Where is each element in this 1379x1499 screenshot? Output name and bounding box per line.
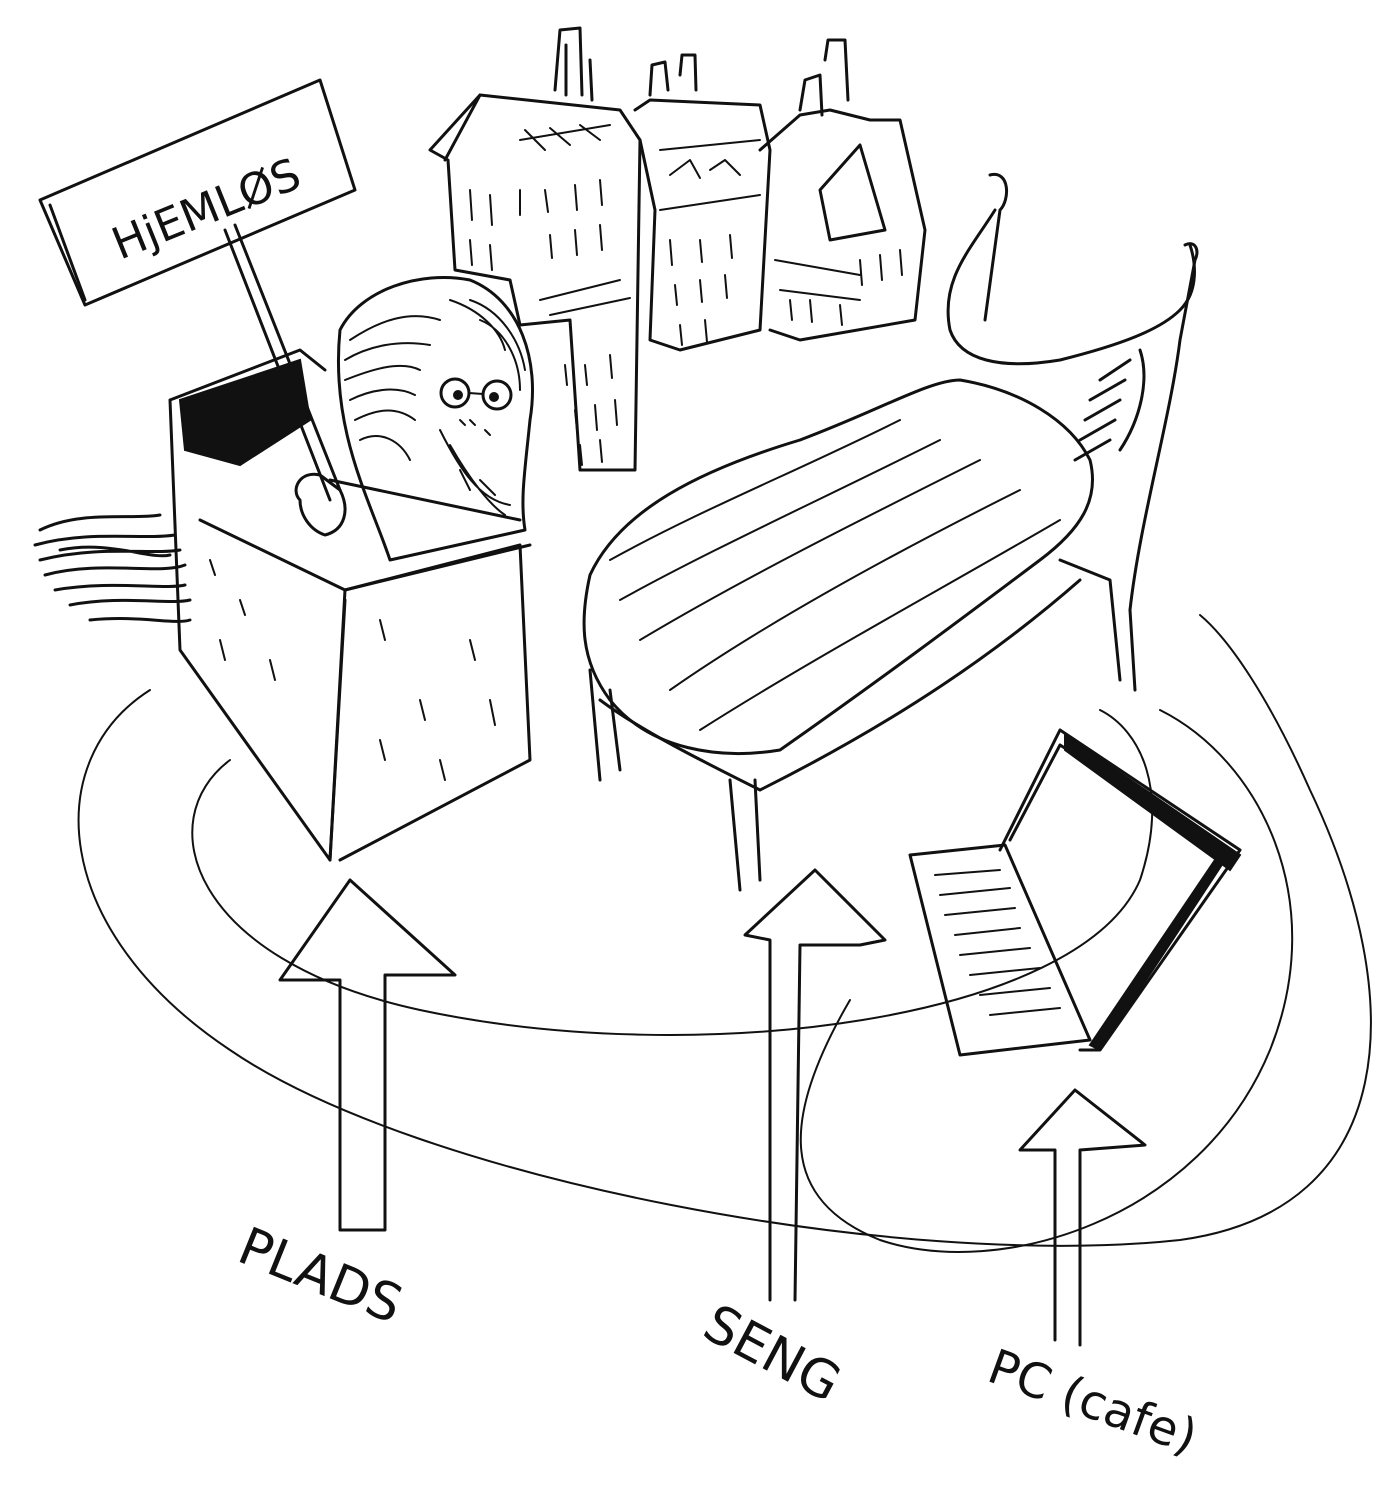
buildings-illustration [428, 26, 927, 472]
label-pc: PC (cafe) [981, 1339, 1204, 1466]
arrow-pc [1018, 1088, 1147, 1347]
scribble-bush [33, 513, 192, 623]
label-seng: SENG [694, 1294, 850, 1415]
arrow-seng [743, 868, 887, 1302]
cardboard-box [168, 348, 532, 862]
bed-illustration [582, 173, 1199, 892]
label-plads: PLADS [230, 1216, 410, 1335]
laptop-illustration [908, 728, 1242, 1057]
homeless-man-figure [294, 275, 534, 562]
arrow-plads [278, 878, 457, 1232]
